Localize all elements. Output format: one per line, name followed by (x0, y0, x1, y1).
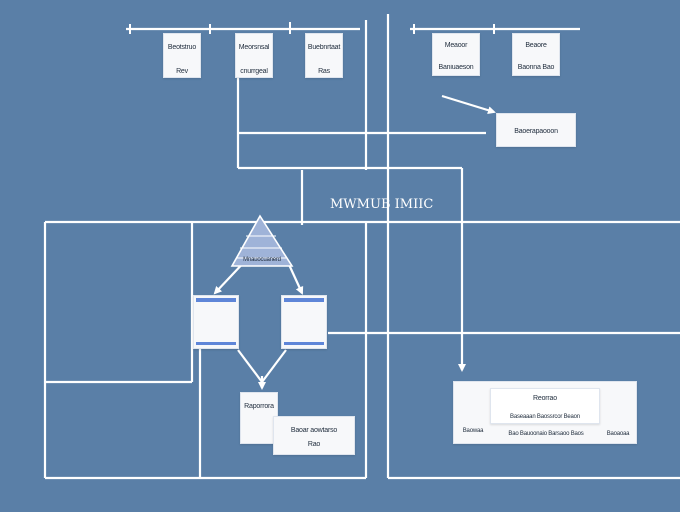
box-join-left (237, 349, 263, 383)
blue-box-right-cap (284, 298, 324, 302)
box-join-right (261, 349, 287, 383)
top-box-3-line2: Ras (318, 68, 330, 75)
top-box-3-line1: Buebnrtaat (307, 44, 341, 51)
blue-box-right[interactable] (281, 295, 327, 349)
bottom-right-left-label: Baowaa (462, 428, 484, 434)
bottom-right-right-label: Baoaoaa (606, 431, 630, 437)
connector-lines (43, 14, 680, 480)
blue-box-left-cap (196, 298, 236, 302)
top-box-1-line2: Rev (176, 68, 188, 75)
annotation-box-line1: Baoerapaooon (514, 128, 558, 135)
bottom-right-panel-subtitle: Baseaaan Baossrcor Beaon (510, 414, 580, 420)
diagram-title: MWMUB IMIIC (330, 197, 434, 212)
bottom-right-panel[interactable]: Reorrao Baseaaan Baossrcor Beaon Baowaa … (453, 381, 637, 444)
top-box-1[interactable]: Beotstruo Rev (163, 33, 201, 78)
top-box-3[interactable]: Buebnrtaat Ras (305, 33, 343, 78)
blue-box-right-strip (284, 342, 324, 345)
bottom-mid-box-2-line2: Rao (307, 441, 321, 448)
blue-box-left-strip (196, 342, 236, 345)
top-right-box-2-line2: Baonna Bao (517, 64, 555, 71)
top-right-box-1-line1: Meaoor (444, 42, 468, 49)
hierarchy-triangle (230, 214, 294, 267)
bottom-mid-box-line1: Raporrora (244, 403, 274, 410)
bottom-right-inner-box: Reorrao Baseaaan Baossrcor Beaon (490, 388, 600, 424)
top-box-1-line1: Beotstruo (167, 44, 197, 51)
bottom-right-mid-label: Bao Bauoonaio Barsaoo Baos (508, 431, 584, 437)
annotation-box[interactable]: Baoerapaooon (496, 113, 576, 147)
blue-box-left[interactable] (193, 295, 239, 349)
top-box-2[interactable]: Meorsnsal cnurrgeal (235, 33, 273, 78)
triangle-label: Mnauocuanerd (243, 257, 281, 263)
top-right-box-2[interactable]: Beaore Baonna Bao (512, 33, 560, 76)
bottom-mid-box[interactable]: Raporrora (240, 392, 278, 444)
bottom-right-panel-title: Reorrao (533, 395, 557, 402)
top-right-box-2-line1: Beaore (525, 42, 547, 49)
top-box-2-line2: cnurrgeal (240, 68, 268, 75)
bottom-mid-box-2[interactable]: Baoar aowtarso Rao (273, 416, 355, 455)
top-right-box-1-line2: Baniuaeson (438, 64, 474, 71)
top-right-box-1[interactable]: Meaoor Baniuaeson (432, 33, 480, 76)
rail-ticks (129, 22, 495, 34)
annotation-pointer (441, 94, 496, 115)
bottom-mid-box-2-line1: Baoar aowtarso (290, 427, 338, 434)
top-box-2-line1: Meorsnsal (238, 44, 270, 51)
